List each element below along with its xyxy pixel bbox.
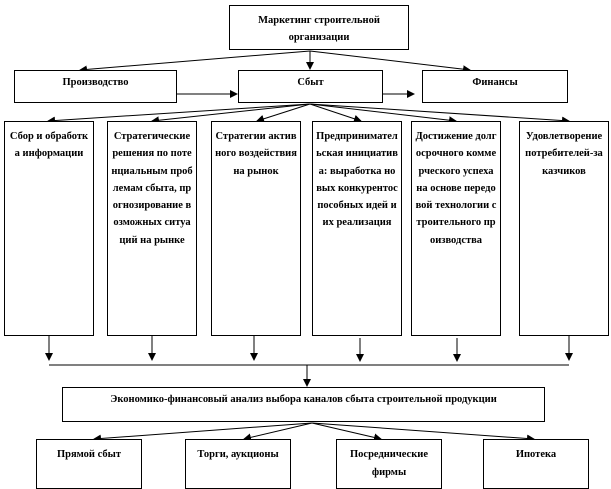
activity-label: Стратегические решения по потенциальным …	[111, 131, 193, 246]
channel-label: Прямой сбыт	[56, 449, 122, 460]
activity-label: Стратегии активного воздействия на рынок	[215, 131, 297, 177]
root-node: Маркетинг строительной организации	[229, 5, 409, 50]
channel-label: Торги, аукционы	[197, 449, 279, 460]
activity-node-customer-satisfaction: Удовлетворение потребителей-заказчиков	[519, 121, 609, 336]
node-production-label: Производство	[62, 77, 129, 88]
activity-label: Удовлетворение потребителей-заказчиков	[525, 131, 603, 177]
arrow-analysis-channel-4	[311, 422, 535, 443]
analysis-node-label: Экономико-финансовый анализ выбора канал…	[110, 394, 497, 405]
activity-label: Предпринимательская инициатива: выработк…	[316, 131, 398, 229]
channel-label: Посреднические фирмы	[350, 449, 428, 478]
arrow-root-production	[79, 50, 311, 74]
activity-label: Достижение долгосрочного коммерческого у…	[415, 131, 497, 246]
channel-label: Ипотека	[515, 449, 557, 460]
activity-node-entrepreneurship: Предпринимательская инициатива: выработк…	[312, 121, 402, 336]
analysis-node: Экономико-финансовый анализ выбора канал…	[62, 387, 545, 422]
activity-node-strategic-decisions: Стратегические решения по потенциальным …	[107, 121, 197, 336]
channel-node-mortgage: Ипотека	[483, 439, 589, 489]
node-finance: Финансы	[422, 70, 568, 103]
channel-node-direct-sales: Прямой сбыт	[36, 439, 142, 489]
arrow-sales-activity-6	[309, 103, 570, 125]
node-production: Производство	[14, 70, 177, 103]
arrow-sales-activity-1	[47, 103, 311, 125]
node-sales: Сбыт	[238, 70, 383, 103]
activity-node-market-strategies: Стратегии активного воздействия на рынок	[211, 121, 301, 336]
channel-node-auctions: Торги, аукционы	[185, 439, 291, 489]
arrow-analysis-channel-2	[243, 422, 313, 442]
arrow-sales-activity-3	[256, 103, 311, 123]
activity-label: Сбор и обработка информации	[9, 131, 89, 160]
arrow-sales-activity-5	[309, 103, 457, 125]
arrow-analysis-channel-3	[311, 422, 382, 442]
root-node-label: Маркетинг строительной организации	[258, 15, 380, 43]
activity-node-long-term-success: Достижение долгосрочного коммерческого у…	[411, 121, 501, 336]
channel-node-intermediaries: Посреднические фирмы	[336, 439, 442, 489]
node-sales-label: Сбыт	[297, 77, 324, 88]
node-finance-label: Финансы	[472, 77, 518, 88]
arrow-root-finance	[309, 50, 471, 74]
activity-node-info-gathering: Сбор и обработка информации	[4, 121, 94, 336]
arrow-sales-activity-2	[151, 103, 311, 125]
arrow-analysis-channel-1	[93, 422, 313, 443]
arrow-sales-activity-4	[309, 103, 362, 123]
